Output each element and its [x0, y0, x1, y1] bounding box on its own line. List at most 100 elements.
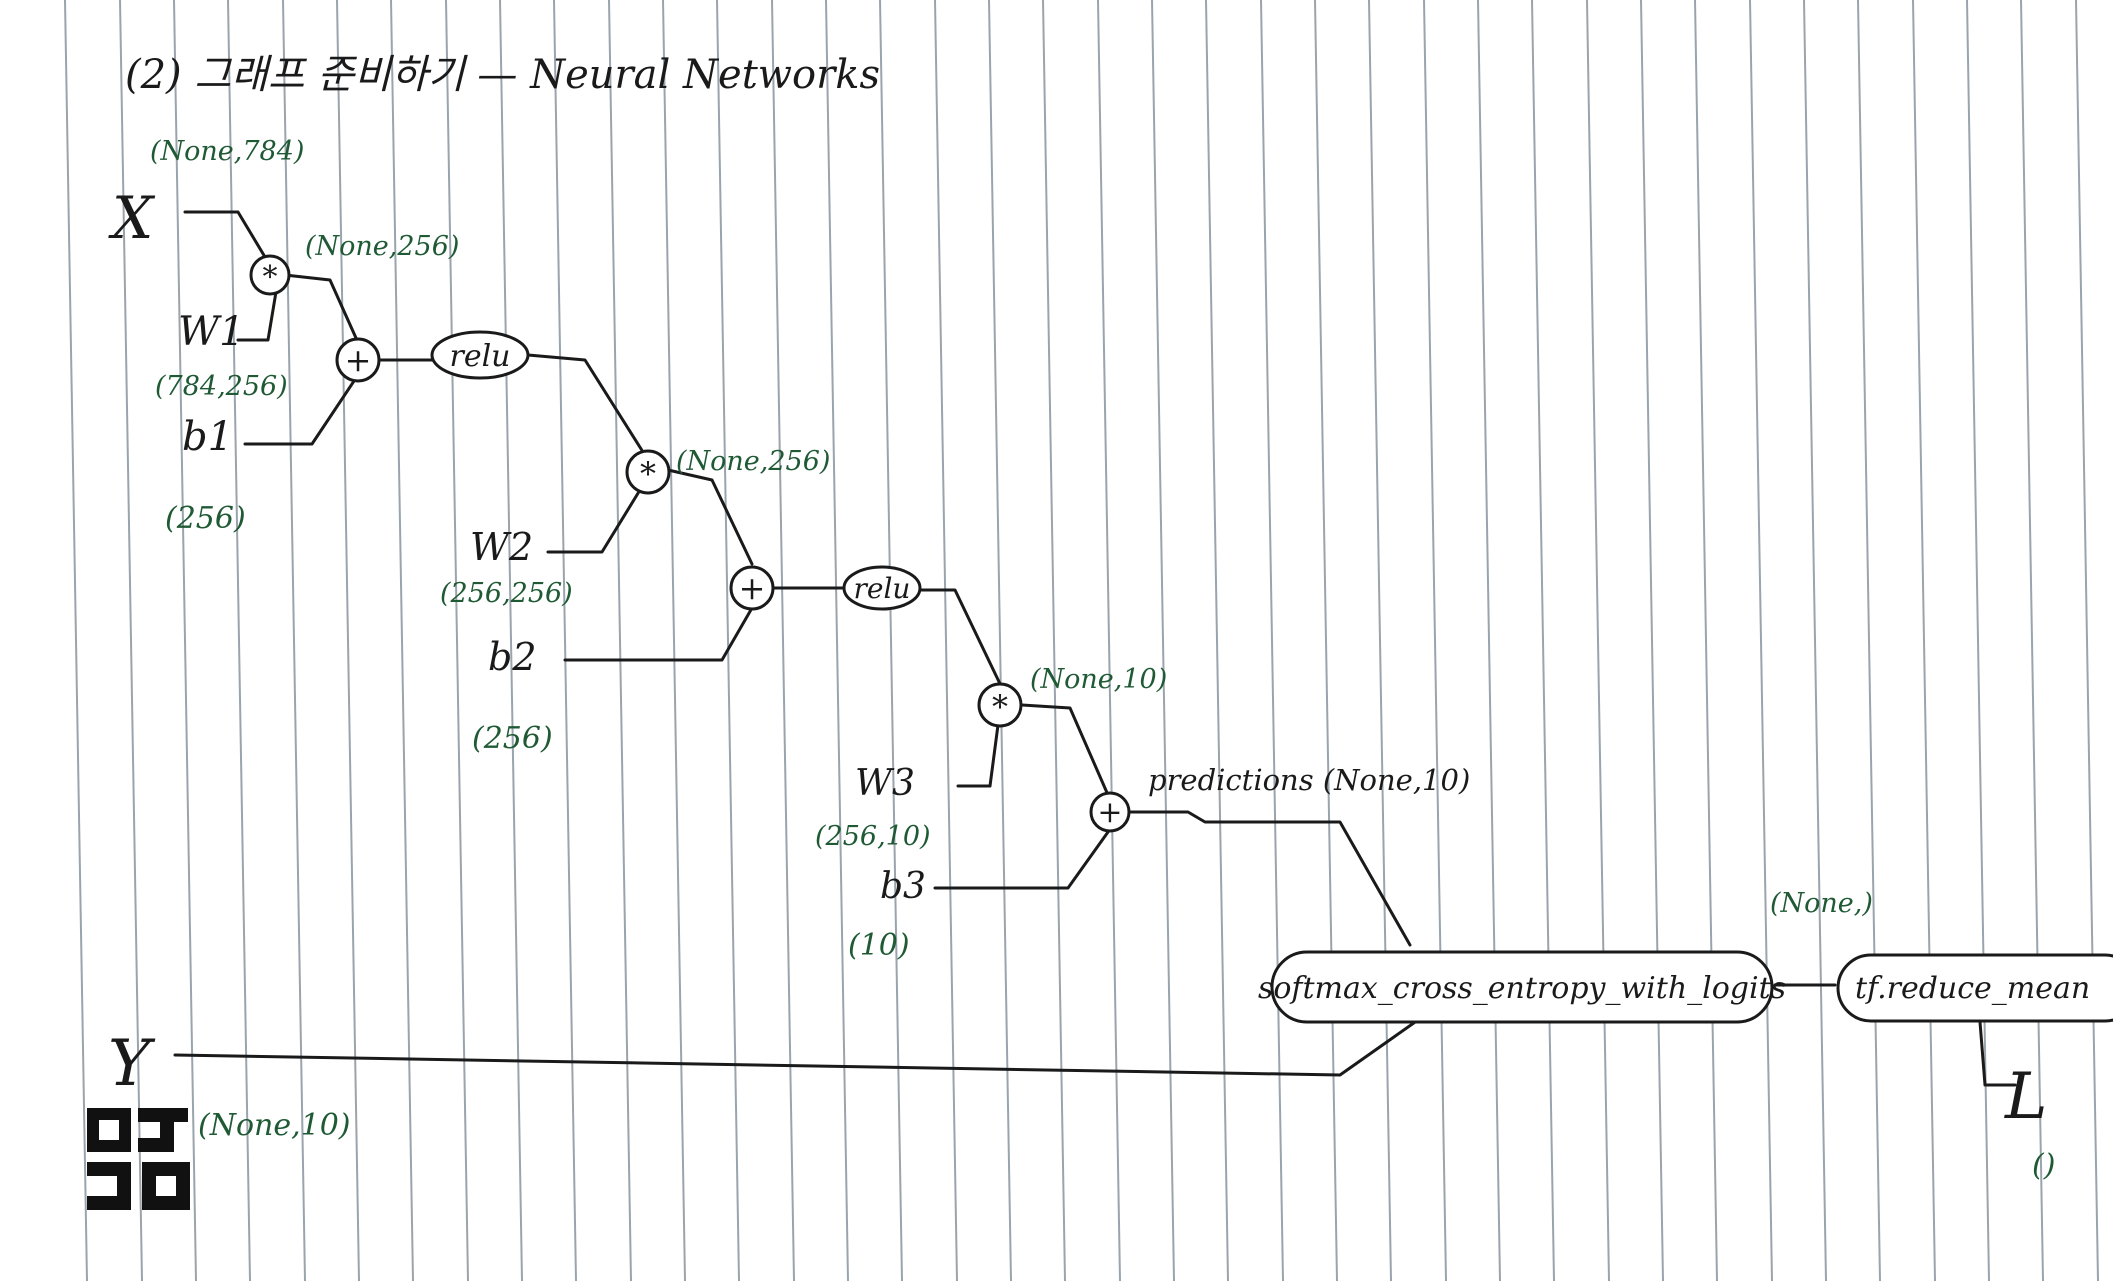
- ruled-line: [608, 0, 632, 1281]
- mul-node-2: *: [625, 449, 671, 495]
- add-node-2: +: [729, 565, 775, 611]
- ruled-line: [1097, 0, 1121, 1281]
- add-node-1: +: [335, 337, 381, 383]
- edge-mul3-add3: [1020, 703, 1110, 797]
- w3-shape: (256,10): [815, 821, 931, 852]
- svg-text:tf.reduce_mean: tf.reduce_mean: [1855, 971, 2090, 1006]
- mul3-shape: (None,10): [1030, 664, 1167, 695]
- edge-w1-mul1: [236, 290, 278, 342]
- ruled-line: [2075, 0, 2099, 1281]
- edge-b1-add1: [243, 376, 358, 446]
- softmax-shape: (None,): [1770, 888, 1873, 919]
- ruled-line: [1368, 0, 1392, 1281]
- l-label: L: [2004, 1060, 2048, 1134]
- ruled-line: [1423, 0, 1447, 1281]
- w1-label: W1: [178, 309, 245, 355]
- relu-node-1: relu: [430, 330, 530, 380]
- ruled-line: [1640, 0, 1664, 1281]
- ruled-line: [1803, 0, 1827, 1281]
- l-shape: (): [2032, 1148, 2055, 1183]
- svg-text:+: +: [345, 341, 372, 379]
- ruled-line: [1531, 0, 1555, 1281]
- ruled-line: [1042, 0, 1066, 1281]
- ruled-line: [1966, 0, 1990, 1281]
- y-shape: (None,10): [198, 1108, 351, 1143]
- edge-add3-softmax: [1128, 810, 1412, 947]
- ruled-line: [1912, 0, 1936, 1281]
- ruled-line: [1694, 0, 1718, 1281]
- ruled-line: [1151, 0, 1175, 1281]
- ruled-line: [64, 0, 88, 1281]
- ruled-line: [771, 0, 795, 1281]
- ruled-line: [173, 0, 197, 1281]
- ruled-lines: [64, 0, 2099, 1281]
- b2-label: b2: [488, 635, 537, 679]
- ruled-line: [499, 0, 523, 1281]
- mul1-shape: (None,256): [305, 231, 459, 262]
- b1-label: b1: [182, 414, 233, 460]
- ruled-line: [662, 0, 686, 1281]
- ruled-line: [1314, 0, 1338, 1281]
- edge-reduce-l: [1978, 1020, 2017, 1087]
- w2-shape: (256,256): [440, 578, 573, 609]
- edge-y-softmax: [173, 1018, 1420, 1077]
- w2-label: W2: [470, 525, 533, 569]
- ruled-line: [1205, 0, 1229, 1281]
- relu-node-2: relu: [842, 565, 922, 611]
- ruled-line: [1857, 0, 1881, 1281]
- ruled-line: [988, 0, 1012, 1281]
- svg-text:*: *: [640, 455, 656, 493]
- ruled-line: [716, 0, 740, 1281]
- edge-mul2-add2: [666, 468, 754, 566]
- add-node-3: +: [1089, 791, 1131, 833]
- edge-b3-add3: [933, 830, 1110, 890]
- ruled-line: [282, 0, 306, 1281]
- edge-b2-add2: [563, 606, 754, 662]
- x-label: X: [108, 184, 156, 252]
- page-title: (2) 그래프 준비하기 — Neural Networks: [125, 52, 880, 98]
- ruled-line: [390, 0, 414, 1281]
- mul2-shape: (None,256): [676, 446, 830, 477]
- edges: [173, 210, 2017, 1087]
- edge-x-mul1: [183, 210, 270, 264]
- ruled-line: [1477, 0, 1501, 1281]
- ruled-line: [227, 0, 251, 1281]
- b3-shape: (10): [848, 928, 910, 963]
- ruled-line: [119, 0, 143, 1281]
- ruled-line: [1749, 0, 1773, 1281]
- ruled-line: [553, 0, 577, 1281]
- svg-text:*: *: [992, 688, 1008, 726]
- softmax-cross-entropy-node: softmax_cross_entropy_with_logits: [1258, 950, 1786, 1024]
- edge-w3-mul3: [956, 723, 1000, 788]
- svg-text:+: +: [1097, 795, 1122, 830]
- b3-label: b3: [880, 866, 926, 907]
- edge-mul1-add1: [283, 273, 358, 340]
- y-label: Y: [108, 1027, 156, 1101]
- ruled-line: [2020, 0, 2044, 1281]
- reduce-mean-node: tf.reduce_mean: [1836, 953, 2113, 1023]
- svg-text:softmax_cross_entropy_with_log: softmax_cross_entropy_with_logits: [1258, 971, 1786, 1006]
- svg-text:*: *: [263, 260, 278, 295]
- edge-relu1-mul2: [526, 353, 645, 454]
- edge-w2-mul2: [546, 488, 642, 554]
- b2-shape: (256): [472, 721, 553, 756]
- w1-shape: (784,256): [155, 371, 288, 402]
- x-shape: (None,784): [150, 136, 304, 167]
- ruled-line: [825, 0, 849, 1281]
- b1-shape: (256): [165, 501, 246, 536]
- ruled-line: [879, 0, 903, 1281]
- predictions-label: predictions (None,10): [1148, 763, 1470, 797]
- w3-label: W3: [855, 763, 915, 804]
- ruled-line: [336, 0, 360, 1281]
- ruled-line: [1586, 0, 1610, 1281]
- ruled-line: [934, 0, 958, 1281]
- ruled-line: [1260, 0, 1284, 1281]
- svg-text:+: +: [739, 569, 766, 607]
- svg-text:relu: relu: [854, 572, 911, 605]
- qr-style-logo: [87, 1108, 190, 1210]
- edge-relu2-mul3: [916, 588, 1004, 690]
- svg-text:relu: relu: [449, 339, 510, 374]
- mul-node-1: *: [249, 254, 291, 296]
